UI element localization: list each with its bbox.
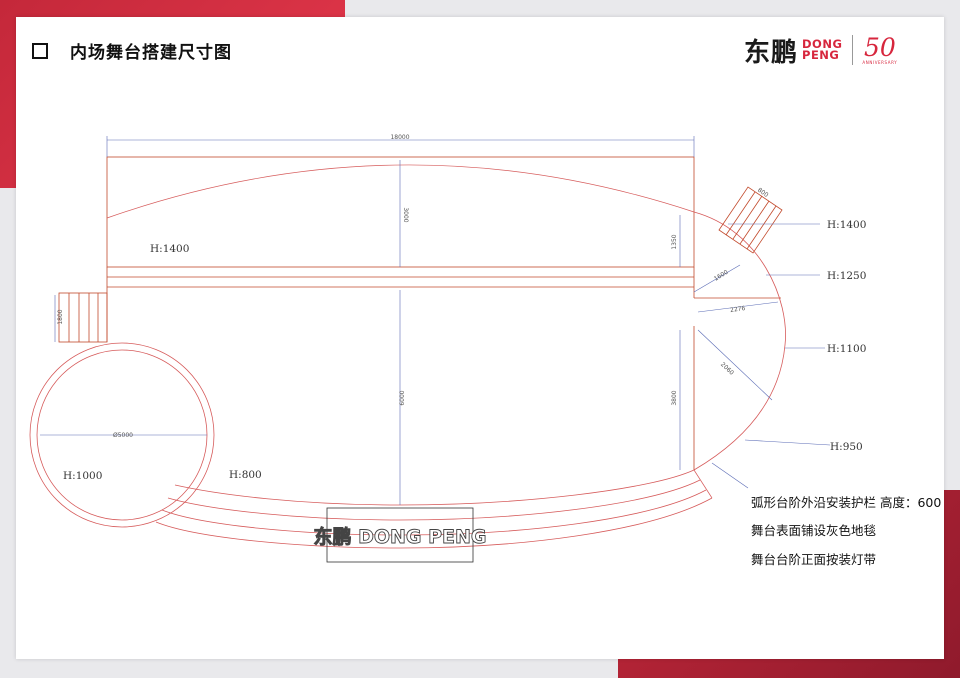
bottom-arc-mid (167, 479, 701, 521)
page-title: 内场舞台搭建尺寸图 (70, 43, 232, 63)
stage-sign-text: 东鹏 DONG PENG (313, 525, 486, 548)
upper-arc (106, 164, 695, 219)
left-steps (58, 292, 108, 343)
dim-left-steps: 1800 (57, 309, 64, 324)
dim-arc-1: 1600 (713, 269, 730, 283)
note-railing: 弧形台阶外沿安装护栏 高度：600 (751, 495, 942, 510)
dim-right-lower: 3800 (671, 390, 678, 405)
height-bottom-arc: H:800 (229, 469, 262, 481)
arc-end-line (693, 469, 713, 499)
height-right-3: H:1100 (827, 343, 866, 355)
slide-card (16, 17, 944, 659)
height-right-4: H:950 (830, 441, 863, 453)
logo-divider (852, 35, 854, 65)
checkbox-square-icon (32, 42, 48, 59)
brand-logo: 东鹏 DONG PENG 50 ANNIVERSARY (744, 30, 897, 70)
dim-total-width: 18000 (390, 134, 409, 141)
bottom-arc-outermost (155, 497, 713, 549)
logo-english-text: DONG PENG (802, 37, 843, 62)
note-carpet: 舞台表面铺设灰色地毯 (751, 523, 877, 538)
anniversary-number: 50 (863, 32, 896, 62)
dim-right-small: 1350 (671, 234, 678, 249)
dim-upper-height: 3000 (402, 207, 409, 222)
note-light-strip: 舞台台阶正面按装灯带 (751, 552, 877, 567)
dim-arc-3: 2060 (719, 361, 735, 377)
right-oval-arc (693, 211, 786, 471)
dim-arc-2: 2276 (730, 305, 746, 314)
height-right-1: H:1400 (827, 219, 866, 231)
dimension-lines (40, 136, 831, 505)
top-right-steps (718, 186, 783, 254)
stage-sign-box (326, 507, 474, 563)
title-row: 内场舞台搭建尺寸图 (32, 38, 232, 63)
height-right-2: H:1250 (827, 270, 866, 282)
bottom-arc-outer (161, 489, 707, 536)
upper-stage-outline (106, 156, 695, 268)
dim-circle-diameter: Ø5000 (113, 432, 133, 439)
logo-chinese-text: 东鹏 (744, 37, 799, 68)
anniversary-badge: 50 ANNIVERSARY (862, 32, 898, 65)
circle-stage-outer (29, 342, 215, 528)
dim-lower-height: 6000 (399, 390, 406, 405)
logo-en-line1: DONG (802, 37, 843, 51)
bottom-arc-inner (174, 469, 695, 506)
anniversary-text: ANNIVERSARY (862, 59, 898, 65)
height-circle: H:1000 (63, 470, 102, 482)
logo-en-line2: PENG (802, 48, 840, 62)
height-upper-stage: H:1400 (150, 243, 189, 255)
